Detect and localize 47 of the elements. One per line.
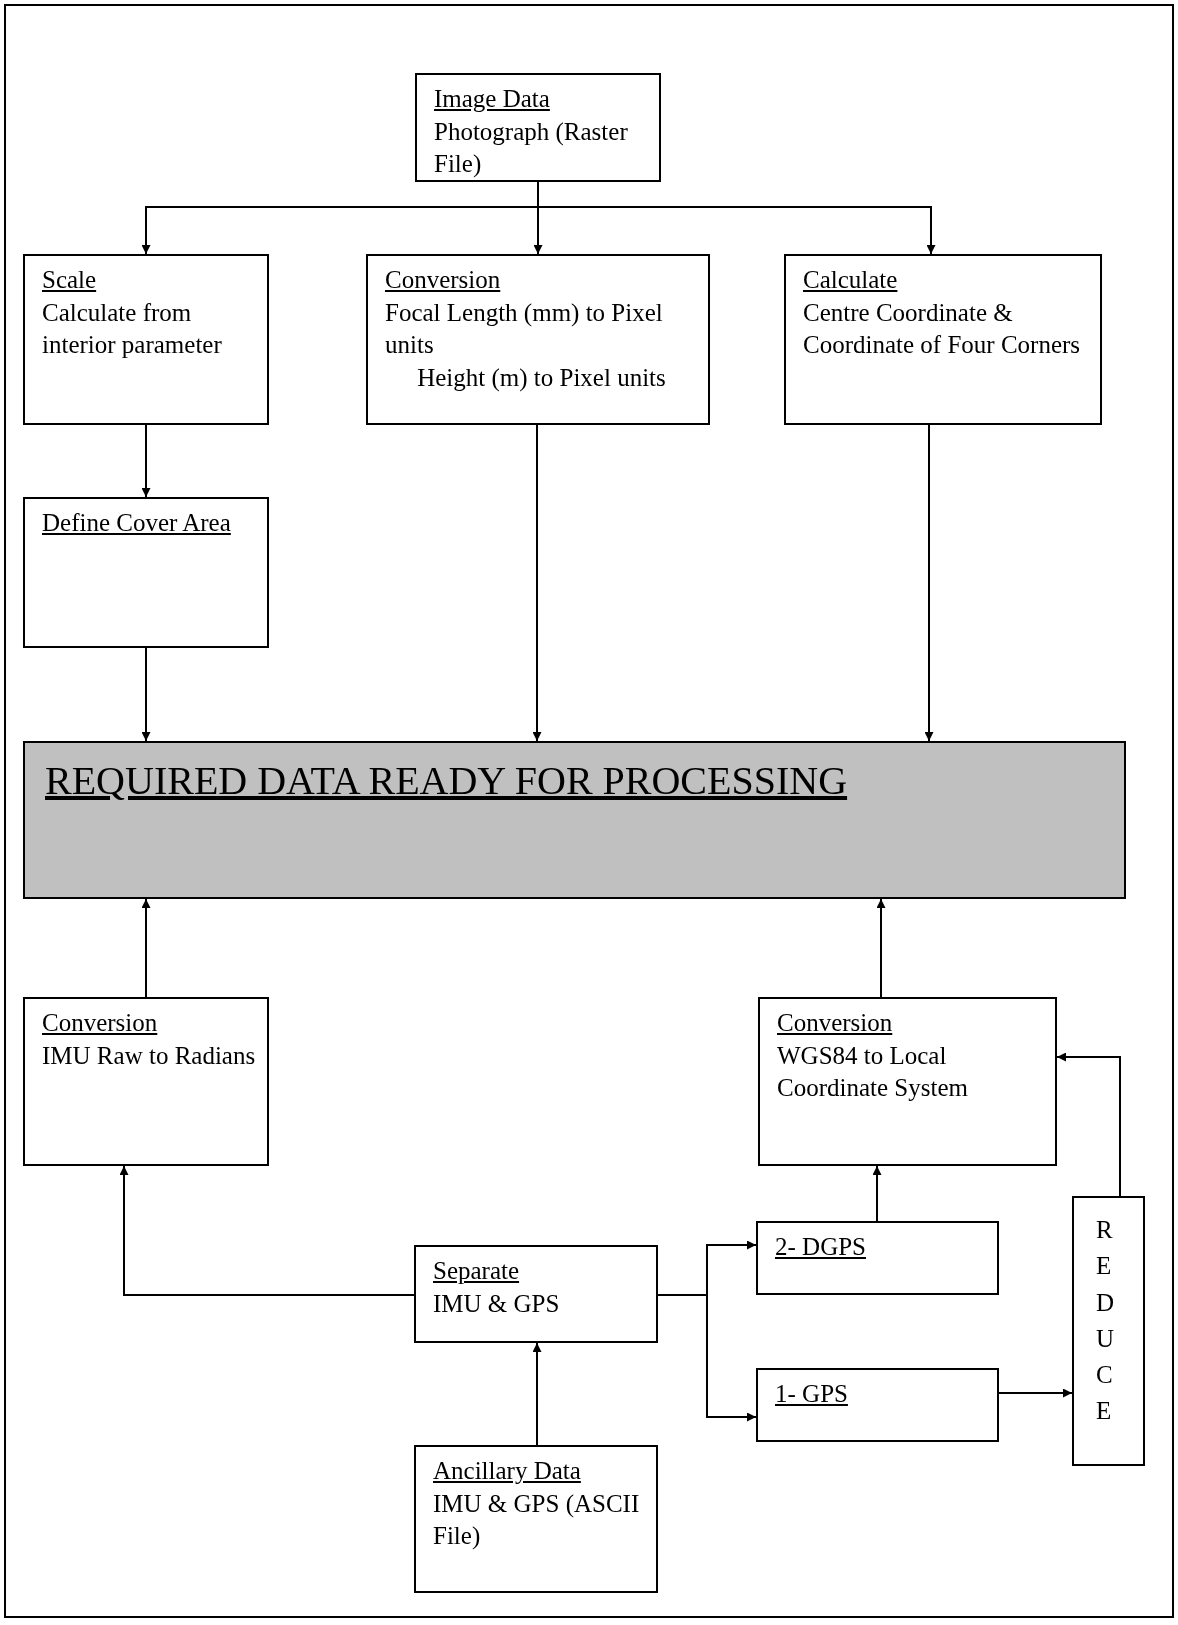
heading: Calculate (803, 265, 899, 295)
box-text: 1- GPS (775, 1379, 849, 1409)
process-box (1072, 1196, 1145, 1466)
arrow (876, 898, 886, 998)
box-text: Focal Length (mm) to Pixel units (385, 297, 664, 360)
heading: Scale (42, 265, 98, 295)
heading: Image Data (434, 84, 551, 114)
process-box (758, 997, 1057, 1166)
process-box (414, 1245, 658, 1343)
box-text: IMU & GPS (ASCII File) (433, 1488, 641, 1551)
box-text: Photograph (Raster File) (434, 116, 629, 179)
box-text: Height (m) to Pixel units (416, 362, 667, 394)
process-box (366, 254, 710, 425)
process-box (415, 73, 661, 182)
box-text: IMU & GPS (433, 1288, 561, 1319)
arrow (532, 424, 542, 742)
box-text: Centre Coordinate & Coordinate of Four Corners (803, 297, 1082, 360)
arrow (141, 424, 151, 498)
arrow (532, 1342, 542, 1446)
arrow (924, 424, 934, 742)
heading: Conversion (42, 1008, 159, 1038)
arrow (141, 647, 151, 742)
process-box (23, 741, 1126, 899)
process-box (756, 1221, 999, 1295)
arrow (872, 1165, 882, 1222)
heading: Conversion (385, 265, 502, 295)
heading: Separate (433, 1256, 521, 1286)
heading: Conversion (777, 1008, 894, 1038)
arrow (119, 1165, 415, 1296)
process-box (784, 254, 1102, 425)
box-text: 2- DGPS (775, 1232, 867, 1262)
box-text: IMU Raw to Radians (42, 1040, 257, 1071)
arrow (141, 898, 151, 998)
box-text: Define Cover Area (42, 508, 232, 538)
process-box (756, 1368, 999, 1442)
box-text: REDUCE (1096, 1215, 1116, 1427)
process-box (23, 254, 269, 425)
process-box (23, 997, 269, 1166)
arrow (998, 1388, 1073, 1398)
process-box (23, 497, 269, 648)
box-text: WGS84 to Local Coordinate System (777, 1040, 969, 1103)
process-box (414, 1445, 658, 1593)
arrow (1056, 1052, 1121, 1197)
arrow (657, 1294, 757, 1422)
box-text: Calculate from interior parameter (42, 297, 223, 360)
heading: Ancillary Data (433, 1456, 582, 1486)
box-text: REQUIRED DATA READY FOR PROCESSING (45, 757, 849, 805)
